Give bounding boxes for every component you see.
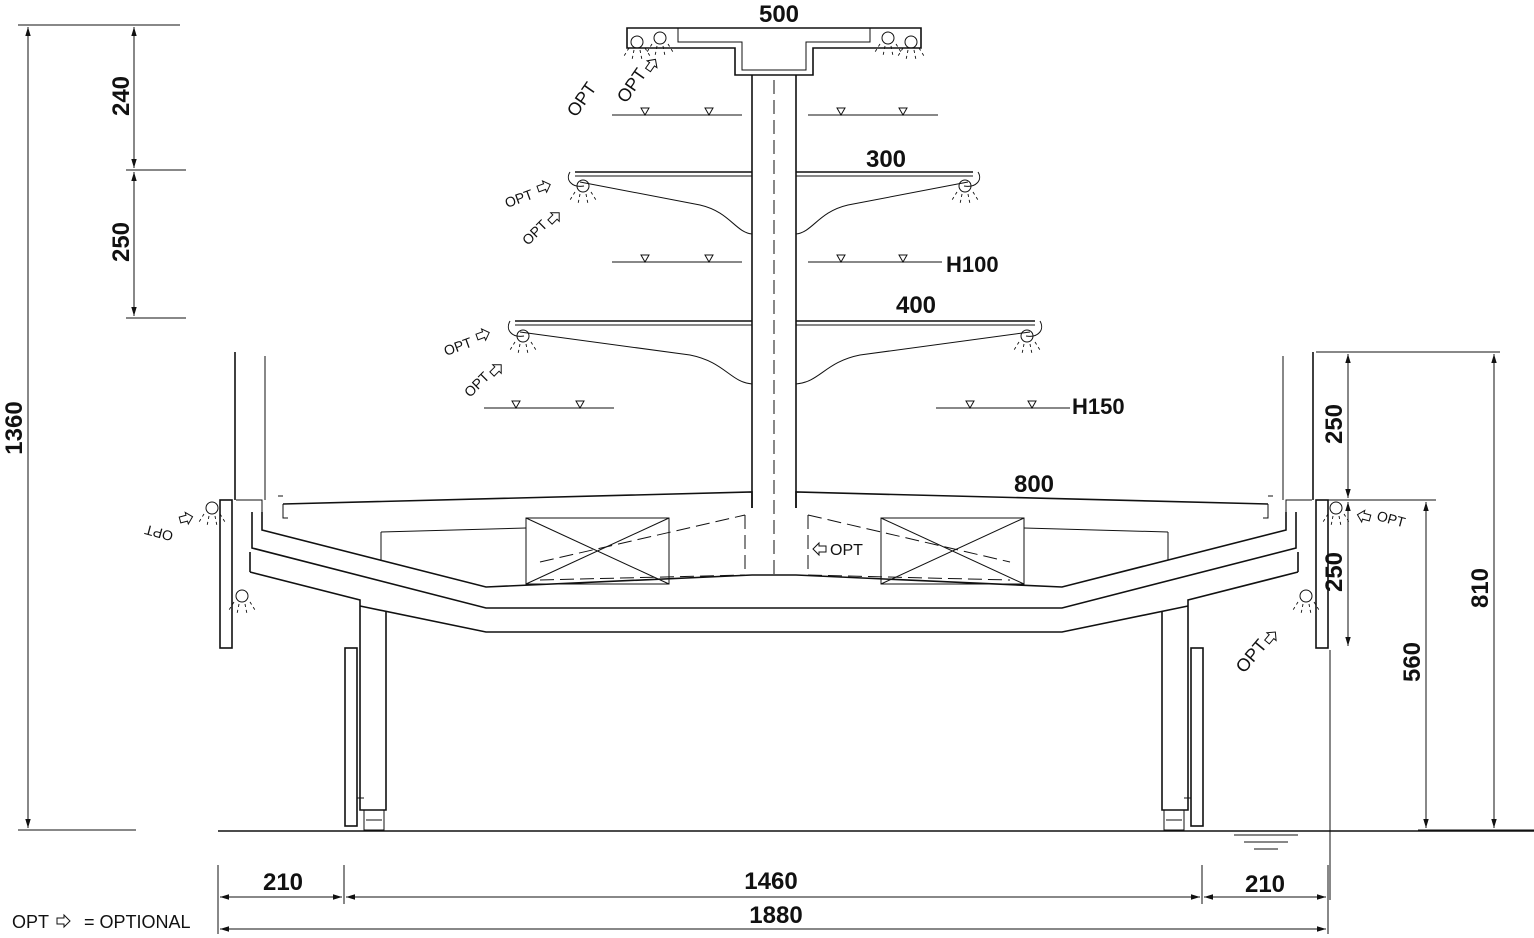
dimension-lines bbox=[18, 24, 1534, 934]
opt-label: OPT bbox=[830, 542, 863, 559]
dim-left-240: 240 bbox=[108, 76, 135, 116]
opt-label: OPT bbox=[613, 65, 651, 107]
base-tub bbox=[249, 491, 1299, 633]
side-glass-left bbox=[198, 352, 266, 649]
dim-right-lower-250: 250 bbox=[1321, 552, 1348, 592]
opt-label: OPT bbox=[1232, 635, 1271, 676]
floor-line bbox=[218, 830, 1534, 850]
shelf-level-h150 bbox=[484, 400, 1066, 410]
opt-arrow-icon bbox=[642, 55, 661, 74]
opt-label: OPT bbox=[461, 368, 493, 400]
opt-arrow-icon bbox=[56, 914, 71, 928]
base-legs bbox=[344, 606, 1204, 831]
top-canopy bbox=[623, 27, 925, 76]
dim-left-1360: 1360 bbox=[1, 401, 28, 454]
lamp-icon bbox=[951, 179, 979, 205]
lamp-icon bbox=[874, 31, 902, 57]
shelf-level-1 bbox=[612, 107, 938, 117]
central-post bbox=[751, 75, 797, 575]
lamp-icon bbox=[1292, 589, 1320, 615]
opt-label: OPT bbox=[503, 186, 536, 211]
lamp-icon bbox=[198, 501, 226, 527]
dim-shelf3-width: 400 bbox=[896, 292, 936, 319]
opt-label: OPT bbox=[142, 522, 174, 545]
shelf-level-h100 bbox=[612, 254, 938, 264]
opt-label: OPT bbox=[1375, 507, 1407, 530]
lamp-icon bbox=[569, 179, 597, 205]
shelf-300 bbox=[567, 171, 981, 235]
side-glass-right bbox=[1282, 352, 1350, 649]
legend-code: OPT bbox=[12, 912, 49, 932]
legend: OPT = OPTIONAL bbox=[12, 912, 191, 932]
dim-right-upper-250: 250 bbox=[1321, 404, 1348, 444]
lamp-icon bbox=[1322, 501, 1350, 527]
label-h100: H100 bbox=[946, 252, 999, 277]
legend-text: = OPTIONAL bbox=[84, 912, 191, 932]
dim-bottom-left-210: 210 bbox=[263, 869, 303, 896]
opt-label: OPT bbox=[442, 334, 475, 359]
opt-label: OPT bbox=[519, 216, 551, 248]
shelf-400 bbox=[507, 320, 1043, 385]
lamp-icon bbox=[646, 31, 674, 57]
dim-bottom-1880: 1880 bbox=[749, 902, 802, 929]
label-h150: H150 bbox=[1072, 394, 1125, 419]
dim-right-560: 560 bbox=[1399, 642, 1426, 682]
opt-label: OPT bbox=[563, 79, 601, 121]
opt-labels: OPT OPT OPT OPT OPT OPT OPT OPT OPT OPT bbox=[142, 55, 1408, 677]
dim-base-width: 800 bbox=[1014, 471, 1054, 498]
dim-bottom-right-210: 210 bbox=[1245, 871, 1285, 898]
dim-bottom-1460: 1460 bbox=[744, 868, 797, 895]
dim-right-810: 810 bbox=[1467, 568, 1494, 608]
dim-top-shelf-width: 500 bbox=[759, 1, 799, 28]
dim-shelf2-width: 300 bbox=[866, 146, 906, 173]
dim-left-250: 250 bbox=[108, 222, 135, 262]
lamp-icon bbox=[228, 589, 256, 615]
